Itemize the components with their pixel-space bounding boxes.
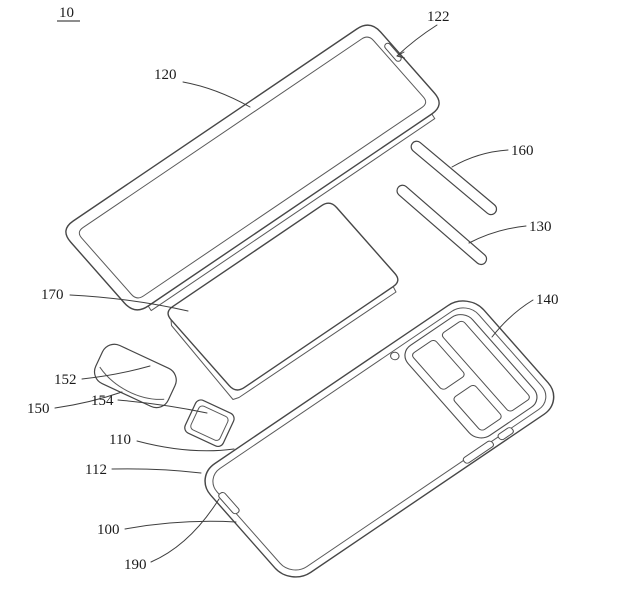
ref-label-170: 170	[41, 287, 64, 303]
camera-lens-1	[412, 340, 465, 390]
ref-label-100: 100	[97, 522, 120, 538]
reference-numerals: 10 122 120 160 130 170 140 152 150 154 1…	[27, 5, 559, 573]
middle-plate	[167, 202, 399, 400]
leader-100	[124, 520, 237, 530]
middle-plate-thickness	[170, 286, 397, 400]
speaker-notch	[384, 42, 402, 62]
leader-152	[81, 365, 151, 380]
display-screen-border	[78, 36, 427, 299]
bottom-port	[218, 492, 240, 515]
side-rail-160	[410, 140, 498, 216]
display-outline	[65, 24, 440, 311]
ref-label-112: 112	[85, 462, 107, 478]
camera-window-main	[441, 320, 530, 412]
ref-label-130: 130	[529, 219, 552, 235]
flash-hole	[390, 351, 400, 361]
leader-120	[182, 81, 251, 108]
chip-component-154	[184, 399, 235, 448]
leader-140	[491, 299, 534, 338]
ref-label-190: 190	[124, 557, 147, 573]
ref-label-140: 140	[536, 292, 559, 308]
flex-fold-line	[99, 366, 165, 400]
leader-110	[136, 440, 235, 452]
ref-label-154: 154	[91, 393, 114, 409]
power-button	[497, 427, 514, 441]
side-rail-130	[396, 184, 488, 266]
ref-label-152: 152	[54, 372, 77, 388]
leader-190	[150, 498, 220, 563]
leader-130	[468, 225, 527, 244]
flex-component-152	[93, 343, 177, 409]
ref-label-150: 150	[27, 401, 50, 417]
display-thickness	[147, 113, 436, 312]
chip-inner-line	[190, 405, 229, 441]
ref-label-120: 120	[154, 67, 177, 83]
housing-inner-wall	[212, 307, 547, 571]
leader-112	[111, 468, 202, 474]
ref-label-110: 110	[109, 432, 131, 448]
ref-label-122: 122	[427, 9, 450, 25]
camera-lens-2	[453, 385, 502, 431]
rear-housing	[204, 300, 555, 578]
leader-154	[117, 399, 208, 414]
camera-island	[404, 314, 538, 439]
leader-160	[451, 149, 509, 168]
ref-label-160: 160	[511, 143, 534, 159]
ref-label-10: 10	[59, 5, 74, 21]
leader-lines	[54, 24, 534, 563]
display-panel	[65, 24, 440, 312]
leader-122	[396, 24, 438, 57]
leader-170	[69, 294, 189, 312]
volume-button	[462, 440, 495, 464]
leader-150	[54, 391, 123, 409]
leader-122-arrow	[396, 51, 405, 59]
